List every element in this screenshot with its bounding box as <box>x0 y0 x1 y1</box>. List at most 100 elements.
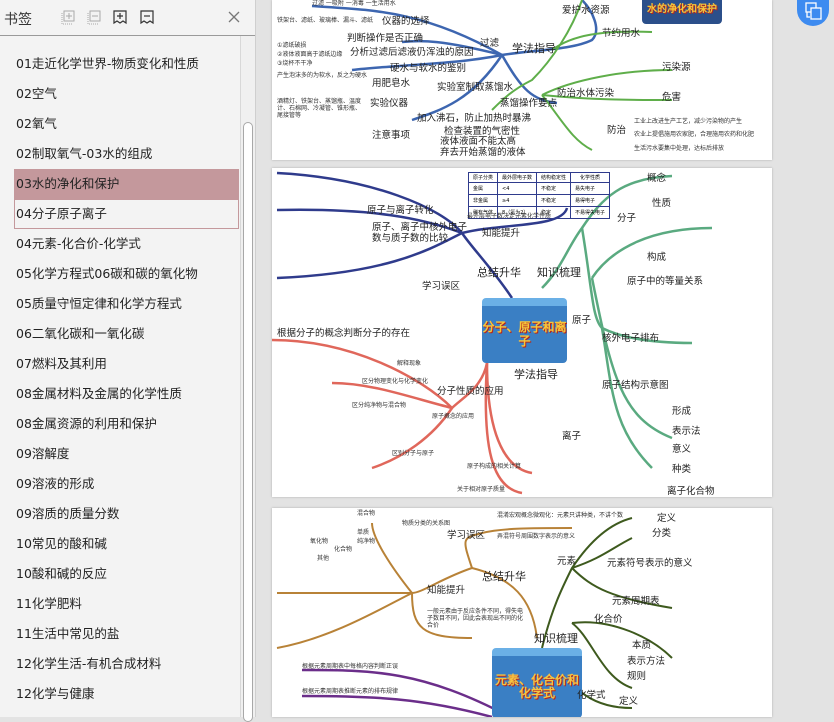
mindmap-branches <box>276 517 673 717</box>
mindmap-branches <box>311 0 673 151</box>
table-header: 原子分类 <box>467 172 499 183</box>
bookmark-item[interactable]: 07燃料及其利用 <box>16 356 107 371</box>
mindmap-node: 用肥皂水 <box>372 78 411 89</box>
bookmark-item[interactable]: 11生活中常见的盐 <box>16 626 120 641</box>
mindmap-node: 爱护水资源 <box>562 5 610 16</box>
mindmap-node: 定义 <box>657 513 677 524</box>
pdf-page-elements: 元素、化合价和化学式 混合物物质分类的关系图单质纯净物化合物氧化物其他知能提升总… <box>272 508 772 717</box>
bookmark-item[interactable]: 12化学与健康 <box>16 686 95 701</box>
bookmark-item[interactable]: 11化学肥料 <box>16 596 82 611</box>
mindmap-node: 根据元素周期表推断元素的排布规律 <box>302 688 399 695</box>
bookmark-item[interactable]: 05化学方程式06碳和碳的氧化物 <box>16 266 198 281</box>
close-icon[interactable] <box>226 9 242 25</box>
table-cell: 不稳定 <box>536 194 572 207</box>
add-bookmark-icon[interactable] <box>112 9 128 25</box>
mindmap-node: 仪器的选择 <box>382 16 430 27</box>
mindmap-node: 分析过滤后滤液仍浑浊的原因 <box>350 47 474 58</box>
mindmap-node: 知能提升 <box>427 585 466 596</box>
pdf-to-word-icon <box>805 2 822 20</box>
collapse-all-icon[interactable] <box>86 9 102 25</box>
scrollbar-thumb[interactable] <box>243 122 253 722</box>
mindmap-node: 形成 <box>672 406 692 417</box>
mindmap-node: 注意事项 <box>372 130 411 141</box>
mindmap-node: ①滤纸破损 <box>277 42 307 49</box>
mindmap-node: 核外电子排布 <box>602 333 660 344</box>
chapter-banner: 水的净化和保护 <box>642 0 722 24</box>
mindmap-node: 其他 <box>317 555 330 562</box>
table-cell: 易得电子 <box>570 194 611 207</box>
mindmap-node: 离子化合物 <box>667 486 715 497</box>
pdf-to-word-button[interactable] <box>797 0 829 26</box>
bookmark-item[interactable]: 10常见的酸和碱 <box>16 536 107 551</box>
mindmap-node: 区分物理变化与化学变化 <box>362 378 429 385</box>
bookmark-item[interactable]: 09溶质的质量分数 <box>16 506 120 521</box>
bookmark-item[interactable]: 02空气 <box>16 86 57 101</box>
table-cell: 不稳定 <box>536 182 572 195</box>
panel-title: 书签 <box>4 12 32 28</box>
bookmark-item[interactable]: 05质量守恒定律和化学方程式 <box>16 296 182 311</box>
bookmark-item[interactable]: 01走近化学世界-物质变化和性质 <box>16 56 199 71</box>
bookmark-scrollbar[interactable] <box>240 36 255 722</box>
bookmark-item[interactable]: 12化学生活-有机合成材料 <box>16 656 162 671</box>
mindmap-node: ②液体液面高于滤纸边缘 <box>277 51 343 58</box>
mindmap-node: 实验仪器 <box>370 98 409 109</box>
mindmap-node: 总结升华 <box>477 266 521 279</box>
table-cell: <4 <box>497 182 538 195</box>
mindmap-node: 弃去开始蒸馏的液体 <box>440 147 526 158</box>
pdf-page-water: 水的净化和保护 过滤 一吸附 一消毒 一生活用水铁架台、滤纸、玻璃棒、漏斗、滤纸… <box>272 0 772 160</box>
mindmap-node: 检查装置的气密性 <box>444 126 521 137</box>
bookmark-item[interactable]: 10酸和碱的反应 <box>16 566 107 581</box>
bookmark-item[interactable]: 08金属材料及金属的化学性质 <box>16 386 182 401</box>
mindmap-node: 产生泡沫多的为软水，反之为硬水 <box>277 72 368 79</box>
mindmap-node: 学法指导 <box>514 368 558 381</box>
mindmap-node: 离子 <box>562 431 582 442</box>
bookmark-item[interactable]: 08金属资源的利用和保护 <box>16 416 157 431</box>
mindmap-node: 一般元素由于反应条件不同，得失电子数目不同，因此会表现出不同的化合价 <box>427 608 524 630</box>
mindmap-node: 分子性质的应用 <box>437 386 504 397</box>
mindmap-node: 铁架台、滤纸、玻璃棒、漏斗、滤纸 <box>277 17 374 24</box>
mindmap-node: 工业上改进生产工艺，减少污染物的产生 <box>634 118 743 125</box>
bookmark-item[interactable]: 03水的净化和保护 <box>14 169 239 199</box>
mindmap-node: 化合价 <box>594 614 623 625</box>
table-header: 化学性质 <box>570 172 611 183</box>
mindmap-node: 元素符号表示的意义 <box>607 558 693 569</box>
table-cell: ≥4 <box>497 194 538 207</box>
mindmap-node: 性质 <box>652 198 672 209</box>
mindmap-node: 污染源 <box>662 62 691 73</box>
bookmark-item[interactable]: 04元素-化合价-化学式 <box>16 236 141 251</box>
mindmap-node: 酒精灯、铁架台、蒸馏瓶、温度计、石棉网、冷凝管、锥形瓶、尾接管等 <box>277 98 362 120</box>
bookmark-item[interactable]: 09溶解度 <box>16 446 70 461</box>
mindmap-node: 原子结构示意图 <box>602 380 669 391</box>
bookmark-item[interactable]: 02氧气 <box>16 116 57 131</box>
mindmap-node: 混合物 <box>357 510 376 517</box>
mindmap-node: 单质 <box>357 529 370 536</box>
expand-all-icon[interactable] <box>60 9 76 25</box>
mindmap-branches <box>272 171 713 495</box>
mindmap-node: 元素 <box>557 556 577 567</box>
mindmap-node: 区分纯净物与混合物 <box>352 402 407 409</box>
mindmap-node: 防治 <box>607 125 627 136</box>
mindmap-node: 规则 <box>627 671 647 682</box>
mindmap-node: 节约用水 <box>602 28 641 39</box>
mindmap-node: 根据元素周期表中每格内容判断正误 <box>302 663 399 670</box>
bookmark-item[interactable]: 06二氧化碳和一氧化碳 <box>16 326 145 341</box>
mindmap-node: 构成 <box>647 252 667 263</box>
remove-bookmark-icon[interactable] <box>139 9 155 25</box>
mindmap-node: 元素周期表 <box>612 596 660 607</box>
table-cell: 易失电子 <box>570 182 611 195</box>
mindmap-node: 区别分子与原子 <box>392 450 435 457</box>
mindmap-node: 氧化物 <box>310 538 329 545</box>
mindmap-node: 化合物 <box>334 546 353 553</box>
mindmap-node: 化学式 <box>577 690 606 701</box>
bookmark-item[interactable]: 02制取氧气-03水的组成 <box>16 146 153 161</box>
bookmark-list: 01走近化学世界-物质变化和性质 02空气 02氧气 02制取氧气-03水的组成 03水… <box>0 49 240 709</box>
mindmap-node: 农业上提倡施用农家肥，合理施用农药和化肥 <box>634 131 755 138</box>
bookmark-item[interactable]: 09溶液的形成 <box>16 476 95 491</box>
bookmark-item[interactable]: 04分子原子离子 <box>14 199 239 229</box>
table-header: 结构稳定性 <box>536 172 572 183</box>
mindmap-node: ③烧杯不干净 <box>277 60 313 67</box>
bookmark-panel: 书签 01走近化学世界-物质变化和性质 02空气 02氧气 02制取氧气-03水的组成… <box>0 0 256 722</box>
